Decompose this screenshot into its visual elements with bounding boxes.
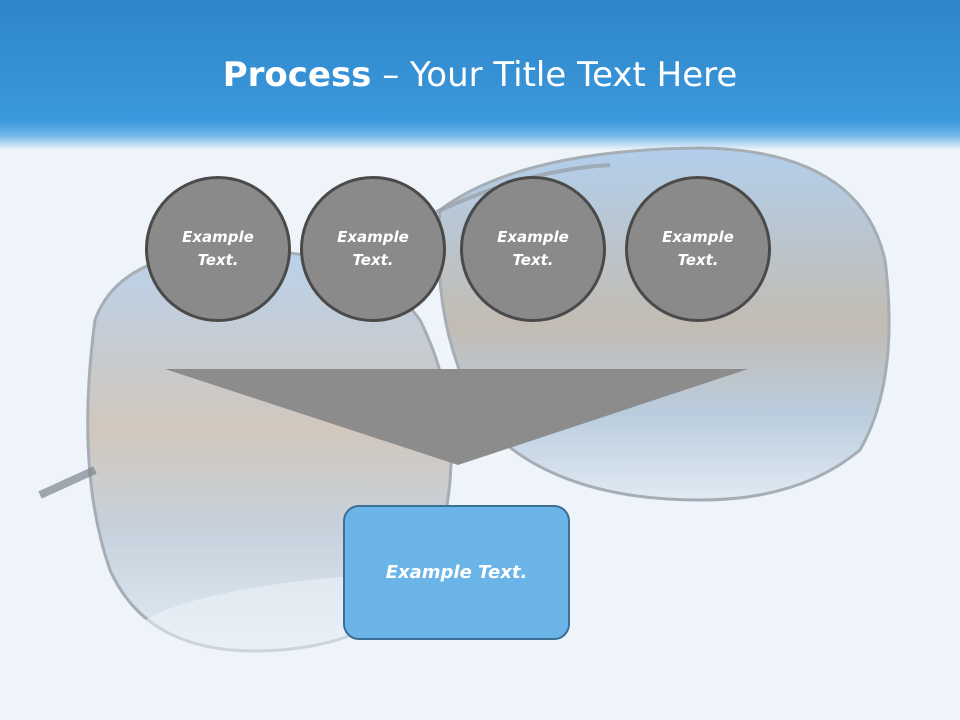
left-hinge <box>38 466 97 499</box>
funnel-triangle <box>165 369 748 465</box>
bottom-fade <box>130 570 870 710</box>
slide-title: Process – Your Title Text Here <box>0 52 960 98</box>
step-3-line1: Example <box>497 228 569 246</box>
header-band <box>0 0 960 150</box>
step-4-line2: Text. <box>677 251 719 269</box>
title-bold: Process <box>222 55 372 95</box>
step-1-line1: Example <box>182 228 254 246</box>
step-1-line2: Text. <box>197 251 239 269</box>
result-box: Example Text. <box>343 505 570 640</box>
step-2-line2: Text. <box>352 251 394 269</box>
step-2-line1: Example <box>337 228 409 246</box>
result-label: Example Text. <box>385 562 528 583</box>
step-3-line2: Text. <box>512 251 554 269</box>
step-4-line1: Example <box>662 228 734 246</box>
title-rest: – Your Title Text Here <box>371 55 738 95</box>
